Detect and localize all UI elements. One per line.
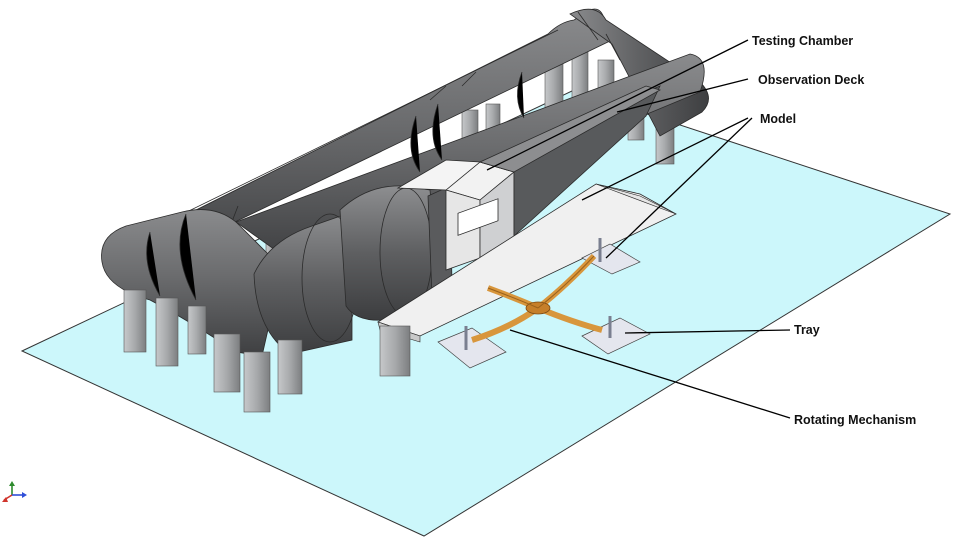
callout-leaders	[486, 39, 791, 419]
diffuser-cone	[253, 211, 359, 355]
label-testing-chamber: Testing Chamber	[752, 34, 853, 48]
front-pillars	[123, 289, 411, 413]
rotating-mechanism	[471, 253, 603, 343]
coordinate-triad-icon	[2, 481, 27, 502]
label-rotating-mechanism: Rotating Mechanism	[794, 413, 916, 427]
label-model: Model	[760, 112, 796, 126]
label-tray: Tray	[794, 323, 820, 337]
testing-chamber	[396, 159, 515, 271]
tray-plates	[437, 238, 651, 369]
return-duct-left	[101, 209, 283, 357]
label-observation-deck: Observation Deck	[758, 73, 864, 87]
